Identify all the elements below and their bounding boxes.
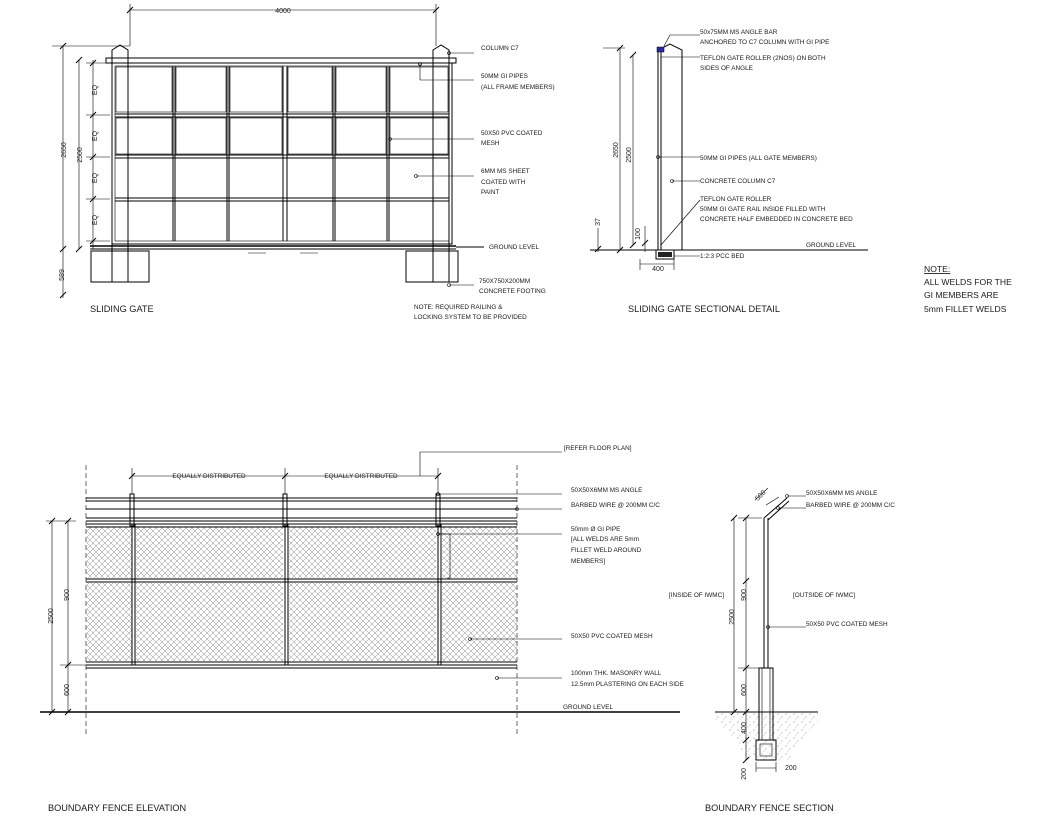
note-line-1: ALL WELDS FOR THE: [924, 277, 1012, 287]
section-mesh-label: 50X50 PVC COATED MESH: [806, 621, 888, 628]
gate-sheet-label-1: 6MM MS SHEET: [481, 168, 530, 175]
section-angle-label-1: 50x75MM MS ANGLE BAR: [700, 29, 778, 36]
section-dim-400: 400: [741, 722, 748, 734]
section-angle-label-2: ANCHORED TO C7 COLUMN WITH GI PIPE: [700, 39, 829, 46]
sectional-detail-title: SLIDING GATE SECTIONAL DETAIL: [628, 304, 780, 314]
note-line-2: GI MEMBERS ARE: [924, 290, 999, 300]
section-column-label: CONCRETE COLUMN C7: [700, 178, 776, 185]
section-height-2650: 2650: [613, 142, 620, 158]
section-dim-900: 900: [741, 589, 748, 601]
gate-eq-label-2: EQ: [92, 130, 99, 141]
section-dim-37: 37: [595, 218, 602, 226]
sliding-gate-sectional-detail: GROUND LEVEL 2650 2500 37 100 400 50x75M…: [590, 29, 868, 314]
note-heading: NOTE:: [924, 264, 950, 274]
gate-mesh-panels: [115, 66, 449, 155]
fence-section-title: BOUNDARY FENCE SECTION: [705, 803, 834, 813]
sliding-gate-title: SLIDING GATE: [90, 304, 154, 314]
section-dim-2500: 2500: [729, 609, 736, 625]
section-roller-label-1: TEFLON GATE ROLLER (2NOS) ON BOTH: [700, 55, 826, 62]
fence-angle-label: 50X50X6MM MS ANGLE: [571, 487, 642, 494]
boundary-fence-elevation: EQUALLY DISTRIBUTED EQUALLY DISTRIBUTED …: [40, 445, 684, 813]
section-dim-500: 500: [754, 489, 767, 502]
gate-height-2500: 2500: [77, 147, 84, 163]
equally-distributed-2: EQUALLY DISTRIBUTED: [324, 473, 398, 480]
section-barbed-label: BARBED WIRE @ 200MM C/C: [806, 502, 895, 509]
fence-height-2500: 2500: [48, 608, 55, 624]
inside-iwmc-label: [INSIDE OF IWMC]: [669, 592, 724, 599]
gate-eq-label-1: EQ: [92, 84, 99, 95]
gate-footing-label-1: 750X750X200MM: [479, 278, 530, 285]
gate-right-footing: [405, 250, 459, 283]
note-line-3: 5mm FILLET WELDS: [924, 304, 1007, 314]
section-dim-200-vertical: 200: [741, 768, 748, 780]
general-note: NOTE: ALL WELDS FOR THE GI MEMBERS ARE 5…: [924, 264, 1012, 314]
gate-ground-level-label: GROUND LEVEL: [489, 244, 540, 251]
gate-sheet-label-2: COATED WITH: [481, 179, 526, 186]
section-footing: [755, 739, 777, 761]
gate-note-line-2: LOCKING SYSTEM TO BE PROVIDED: [414, 314, 527, 321]
gate-height-2650: 2650: [61, 142, 68, 158]
gate-panel-frame: [111, 62, 453, 245]
section-roller-label-2: SIDES OF ANGLE: [700, 65, 753, 72]
fence-wall-label-1: 100mm THK. MASONRY WALL: [571, 670, 662, 677]
gate-left-footing: [90, 250, 150, 283]
section-dim-100: 100: [635, 228, 642, 240]
section-teflon-label-1: TEFLON GATE ROLLER: [700, 196, 772, 203]
fence-mesh-label: 50X50 PVC COATED MESH: [571, 633, 653, 640]
gate-pipes-label-1: 50MM GI PIPES: [481, 73, 528, 80]
fence-height-900: 900: [64, 589, 71, 601]
fence-mesh-panels: [87, 526, 517, 661]
gate-sheet-label-3: PAINT: [481, 189, 499, 196]
gate-pipes-label-2: (ALL FRAME MEMBERS): [481, 84, 555, 91]
section-dim-400: 400: [652, 266, 664, 273]
section-pcc-label: 1:2:3 PCC BED: [700, 253, 745, 260]
gate-eq-label-3: EQ: [92, 172, 99, 183]
fence-barbed-label: BARBED WIRE @ 200MM C/C: [571, 502, 660, 509]
fence-wall-label-2: 12.5mm PLASTERING ON EACH SIDE: [571, 681, 684, 688]
section-dim-200-horizontal: 200: [785, 765, 797, 772]
gate-note-line-1: NOTE: REQUIRED RAILING &: [414, 304, 503, 311]
section-teflon-label-3: CONCRETE HALF EMBEDDED IN CONCRETE BED: [700, 216, 853, 223]
section-angle-label: 50X50X6MM MS ANGLE: [806, 490, 877, 497]
gate-column-label: COLUMN C7: [481, 45, 519, 52]
section-column: [657, 43, 683, 251]
fence-pipe-label-1: 50mm Ø GI PIPE: [571, 526, 620, 533]
fence-height-600: 600: [64, 684, 71, 696]
fence-elevation-title: BOUNDARY FENCE ELEVATION: [48, 803, 186, 813]
gate-footing-label-2: CONCRETE FOOTING: [479, 288, 546, 295]
section-teflon-label-2: 50MM GI GATE RAIL INSIDE FILLED WITH: [700, 206, 826, 213]
equally-distributed-1: EQUALLY DISTRIBUTED: [172, 473, 246, 480]
section-height-2500: 2500: [626, 147, 633, 163]
outside-iwmc-label: [OUTSIDE OF IWMC]: [793, 592, 855, 599]
gate-mesh-label-2: MESH: [481, 140, 500, 147]
gate-depth-589: 589: [59, 269, 66, 281]
section-pipes-label: 50MM GI PIPES (ALL GATE MEMBERS): [700, 155, 817, 162]
gate-width-dimension: 4000: [275, 8, 291, 15]
fence-pipe-label-4: MEMBERS]: [571, 558, 605, 565]
gate-eq-label-4: EQ: [92, 214, 99, 225]
sliding-gate-elevation: 4000: [52, 4, 555, 321]
gate-mesh-label-1: 50X50 PVC COATED: [481, 130, 543, 137]
section-dim-600: 600: [741, 684, 748, 696]
refer-floor-plan-label: [REFER FLOOR PLAN]: [564, 445, 632, 452]
boundary-fence-section: 900 600 400 200 2500 200 500 50X50X6MM M…: [669, 487, 895, 813]
section-soil: [715, 712, 818, 760]
fence-pipe-label-3: FILLET WELD AROUND: [571, 547, 642, 554]
fence-pipe-label-2: [ALL WELDS ARE 5mm: [571, 536, 639, 543]
section-ground-level-label: GROUND LEVEL: [806, 242, 857, 249]
fence-ground-level-label: GROUND LEVEL: [563, 704, 614, 711]
